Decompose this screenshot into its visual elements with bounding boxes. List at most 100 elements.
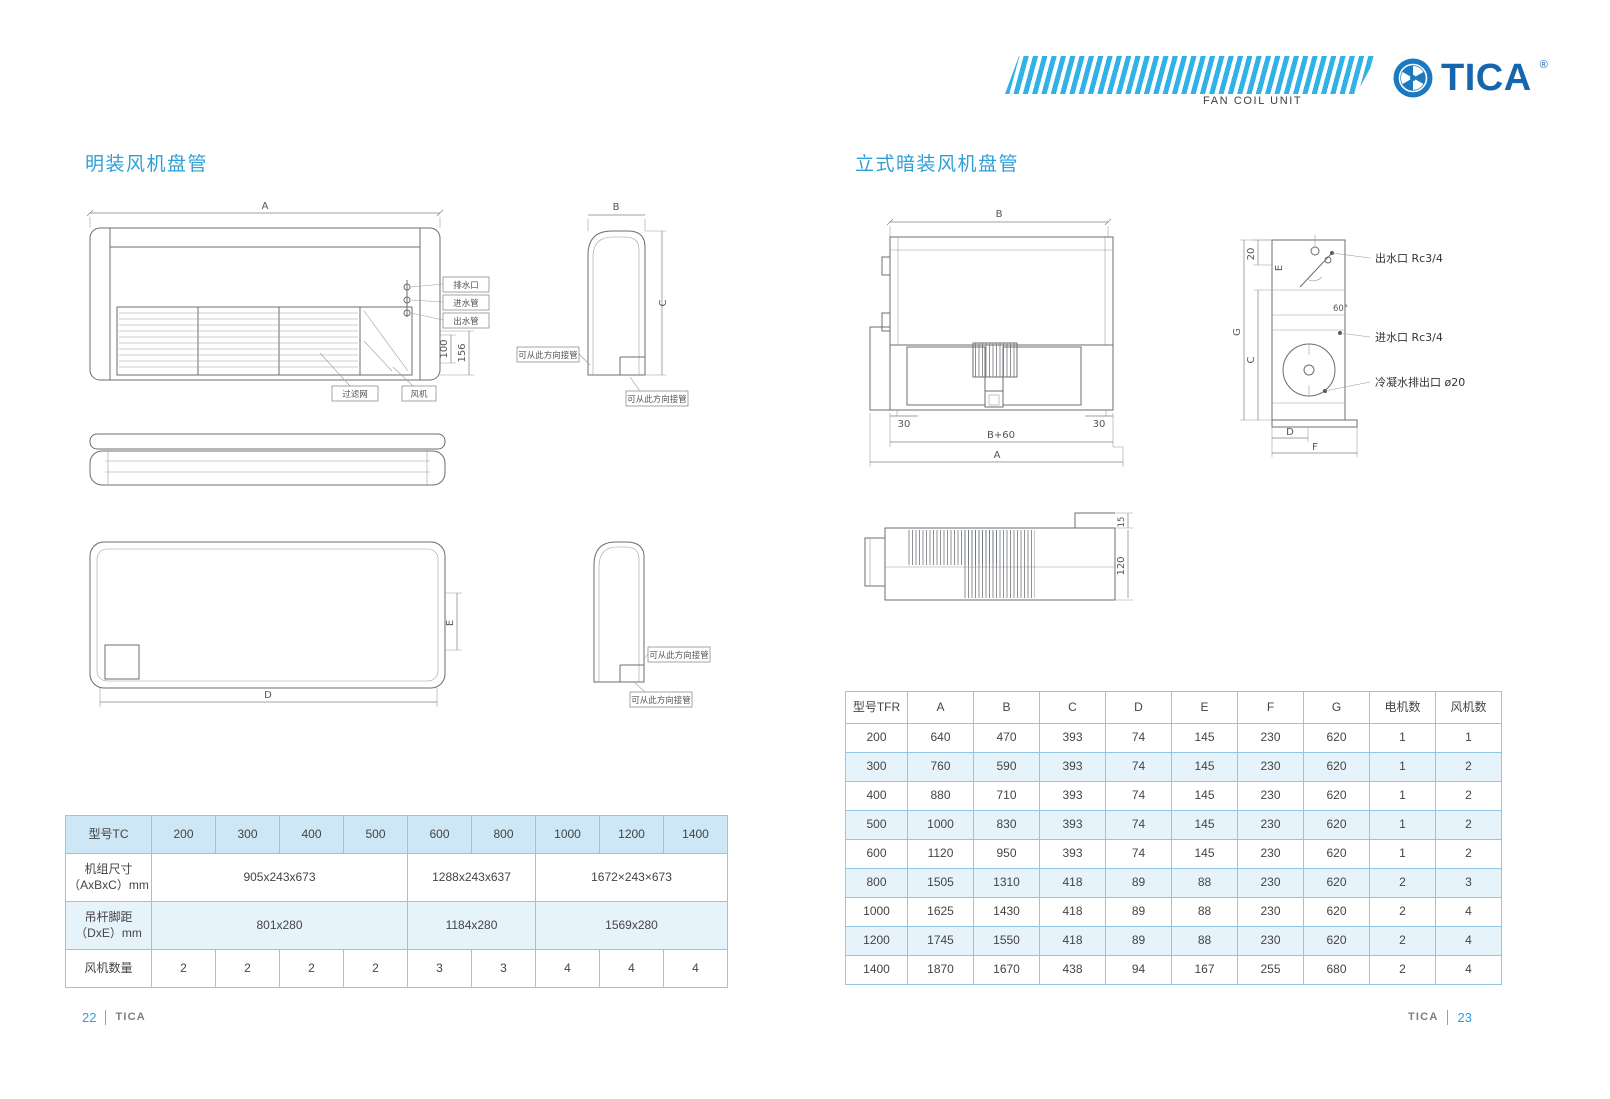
table-cell: 1: [1369, 839, 1436, 869]
table-cell: 230: [1237, 926, 1304, 956]
table-cell: 600: [845, 839, 908, 869]
table-cell: 393: [1039, 810, 1106, 840]
right-page-footer: TICA 23: [1408, 1008, 1472, 1026]
table-cell: 1310: [973, 868, 1040, 898]
condensate-callout-label: 冷凝水排出口 ø20: [1375, 375, 1465, 389]
table-cell: 393: [1039, 752, 1106, 782]
table-cell: 620: [1303, 752, 1370, 782]
header-cell: 电机数: [1369, 691, 1436, 724]
table-cell: 89: [1105, 868, 1172, 898]
footer-divider: [105, 1009, 107, 1025]
table-cell: 230: [1237, 839, 1304, 869]
row-label-line2: （DxE）mm: [75, 925, 142, 940]
header-cell: 500: [343, 815, 408, 854]
table-cell: 167: [1171, 955, 1238, 985]
water-inlet-label: 进水管: [453, 298, 479, 309]
table-cell: 393: [1039, 839, 1106, 869]
dim-b-label: B: [613, 202, 620, 213]
table-cell: 255: [1237, 955, 1304, 985]
table-cell: 1870: [907, 955, 974, 985]
table-cell: 230: [1237, 897, 1304, 927]
header-cell: C: [1039, 691, 1106, 724]
dim-c-label: C: [658, 299, 669, 306]
dim-15-label: 15: [1117, 517, 1127, 528]
table-cell: 710: [973, 781, 1040, 811]
side-view-bottom-drawing: 可从此方向接管 可从此方向接管: [593, 541, 711, 708]
header-cell: 风机数: [1435, 691, 1502, 724]
table-cell: 1288x243x637: [407, 853, 536, 902]
table-cell: 905x243x673: [151, 853, 408, 902]
table-cell: 1400: [845, 955, 908, 985]
table-cell: 1120: [907, 839, 974, 869]
table-cell: 590: [973, 752, 1040, 782]
dim-20-label: 20: [1246, 248, 1257, 261]
table-cell: 620: [1303, 781, 1370, 811]
table-cell: 4: [1435, 955, 1502, 985]
row-label: 机组尺寸 （AxBxC）mm: [65, 853, 152, 902]
angle-60-label: 60°: [1333, 304, 1348, 314]
plan-view-drawing: 15 120: [864, 512, 1133, 601]
pipe-direction-note: 可从此方向接管: [649, 650, 709, 661]
table-cell: 74: [1105, 781, 1172, 811]
dim-b60-label: B+60: [987, 430, 1015, 441]
left-technical-drawings: A 排水口 进水管 出水管 100 156: [86, 201, 711, 708]
table-cell: 1: [1369, 752, 1436, 782]
header-cell: 400: [279, 815, 344, 854]
side-view-top-drawing: B C 可从此方向接管 可从此方向接管: [516, 202, 689, 407]
table-cell: 438: [1039, 955, 1106, 985]
front-view-drawing: A 排水口 进水管 出水管 100 156: [86, 201, 490, 402]
table-cell: 2: [1369, 868, 1436, 898]
front-view-drawing: B 30 30 B+60 A: [869, 209, 1124, 467]
table-cell: 1550: [973, 926, 1040, 956]
table-cell: 640: [907, 723, 974, 753]
table-cell: 89: [1105, 926, 1172, 956]
table-cell: 230: [1237, 781, 1304, 811]
table-cell: 1745: [907, 926, 974, 956]
row-label-line1: 吊杆脚距: [84, 909, 133, 924]
table-cell: 830: [973, 810, 1040, 840]
table-cell: 200: [845, 723, 908, 753]
table-cell: 680: [1303, 955, 1370, 985]
dim-120-label: 120: [1116, 556, 1127, 575]
header-cell: 型号TC: [65, 815, 152, 854]
table-cell: 620: [1303, 926, 1370, 956]
table-cell: 1200: [845, 926, 908, 956]
table-cell: 1670: [973, 955, 1040, 985]
table-cell: 2: [215, 949, 280, 988]
tica-logo-text: TICA: [1441, 57, 1532, 99]
table-cell: 1: [1369, 810, 1436, 840]
registered-mark: ®: [1539, 59, 1548, 71]
header-cell: 1200: [599, 815, 664, 854]
table-cell: 620: [1303, 868, 1370, 898]
table-cell: 74: [1105, 723, 1172, 753]
table-cell: 1625: [907, 897, 974, 927]
dim-156-label: 156: [457, 343, 468, 362]
table-cell: 74: [1105, 839, 1172, 869]
table-cell: 145: [1171, 723, 1238, 753]
table-cell: 74: [1105, 752, 1172, 782]
table-cell: 880: [907, 781, 974, 811]
header-cell: E: [1171, 691, 1238, 724]
header-cell: F: [1237, 691, 1304, 724]
table-cell: 620: [1303, 723, 1370, 753]
table-cell: 145: [1171, 752, 1238, 782]
header-cell: 800: [471, 815, 536, 854]
table-header-row: 型号TFR A B C D E F G 电机数 风机数: [845, 691, 1502, 724]
inlet-callout-label: 进水口 Rc3/4: [1375, 331, 1443, 344]
table-cell: 4: [1435, 897, 1502, 927]
dim-b-label: B: [996, 209, 1003, 220]
dim-a-label: A: [994, 450, 1001, 461]
dim-d-label: D: [1286, 427, 1294, 438]
table-cell: 1: [1435, 723, 1502, 753]
table-header-row: 型号TC 200 300 400 500 600 800 1000 1200 1…: [65, 815, 728, 854]
table-cell: 4: [599, 949, 664, 988]
table-cell: 393: [1039, 723, 1106, 753]
right-page-title: 立式暗装风机盘管: [855, 154, 1020, 175]
row-label-line1: 机组尺寸: [84, 861, 133, 876]
table-cell: 470: [973, 723, 1040, 753]
